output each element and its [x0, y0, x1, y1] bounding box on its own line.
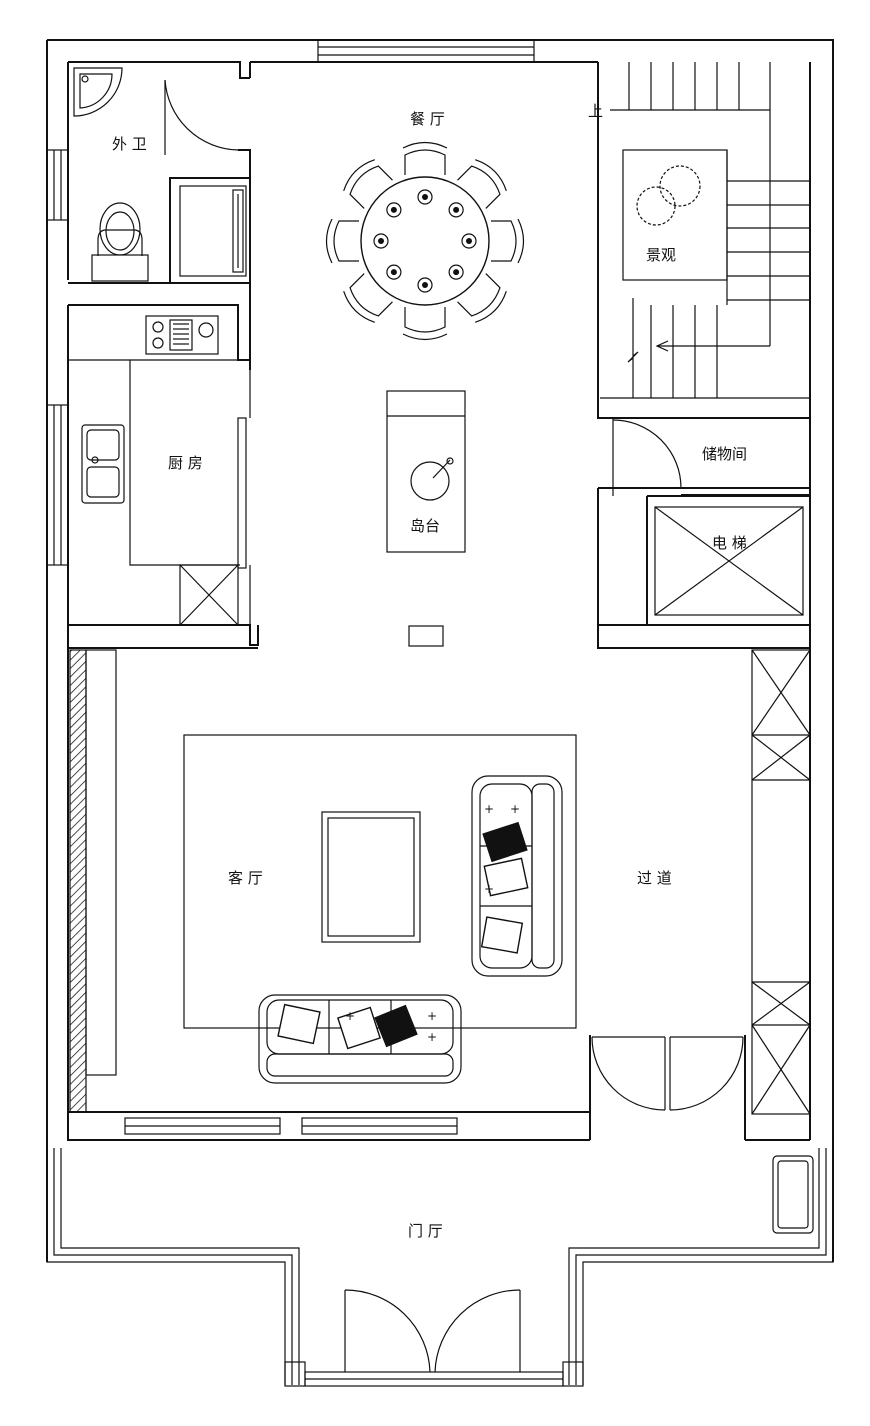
- dining-chair: [402, 307, 448, 341]
- outer-walls: [46, 39, 834, 1262]
- elevator-label: 电 梯: [712, 534, 747, 552]
- dining-chair: [325, 218, 359, 264]
- stair-up-label: 上: [588, 102, 603, 120]
- corridor: 过 道: [637, 649, 811, 1115]
- place-setting: [386, 202, 402, 218]
- storage-room: 储物间: [597, 417, 811, 496]
- storage-label: 储物间: [702, 445, 747, 463]
- dining-chair: [491, 218, 525, 264]
- dining-chair: [343, 273, 393, 323]
- place-setting-center: [378, 238, 384, 244]
- place-setting-center: [453, 206, 460, 213]
- place-setting: [448, 202, 464, 218]
- place-setting: [448, 264, 464, 280]
- landscape-label: 景观: [646, 246, 676, 264]
- dining-chair: [402, 141, 448, 175]
- living-label: 客 厅: [228, 869, 263, 887]
- foyer-label: 门 厅: [408, 1222, 443, 1240]
- place-setting: [373, 233, 389, 249]
- svg-text:+: +: [427, 1030, 437, 1044]
- toilet-room: 外 卫: [68, 61, 251, 284]
- dining-chair: [457, 273, 507, 323]
- dining-label: 餐 厅: [410, 110, 445, 128]
- elevator-shaft: 电 梯: [597, 495, 810, 649]
- column: [408, 625, 444, 647]
- place-setting-center: [390, 269, 397, 276]
- dining-chairs: [325, 141, 525, 341]
- kitchen-label: 厨 房: [168, 454, 203, 472]
- place-setting-center: [466, 238, 472, 244]
- place-setting: [386, 264, 402, 280]
- toilet-label: 外 卫: [112, 135, 147, 153]
- place-setting-center: [453, 269, 460, 276]
- island-counter: 岛台: [386, 390, 466, 553]
- cushion-crosses: + + + + + +: [345, 802, 520, 1044]
- place-setting: [417, 277, 433, 293]
- dining-chair: [343, 159, 393, 209]
- fridge-cabinet: [169, 178, 251, 284]
- place-setting-center: [390, 206, 397, 213]
- dining-chair: [457, 159, 507, 209]
- svg-text:+: +: [345, 1009, 355, 1023]
- place-setting-center: [422, 194, 428, 200]
- living-room: + + + + + + 客 厅: [68, 647, 577, 1113]
- place-setting: [417, 189, 433, 205]
- svg-text:+: +: [484, 882, 494, 896]
- place-setting-center: [422, 282, 428, 288]
- svg-text:+: +: [510, 802, 520, 816]
- foyer: 门 厅: [46, 1140, 834, 1387]
- corridor-label: 过 道: [637, 869, 672, 887]
- island-label: 岛台: [410, 517, 440, 535]
- svg-text:+: +: [484, 802, 494, 816]
- staircase: 上 景观: [588, 62, 810, 419]
- svg-text:+: +: [427, 1009, 437, 1023]
- lower-walls: [67, 1035, 810, 1141]
- dining-table: 餐 厅: [325, 110, 525, 341]
- place-setting: [461, 233, 477, 249]
- kitchen-room: 厨 房: [68, 180, 259, 646]
